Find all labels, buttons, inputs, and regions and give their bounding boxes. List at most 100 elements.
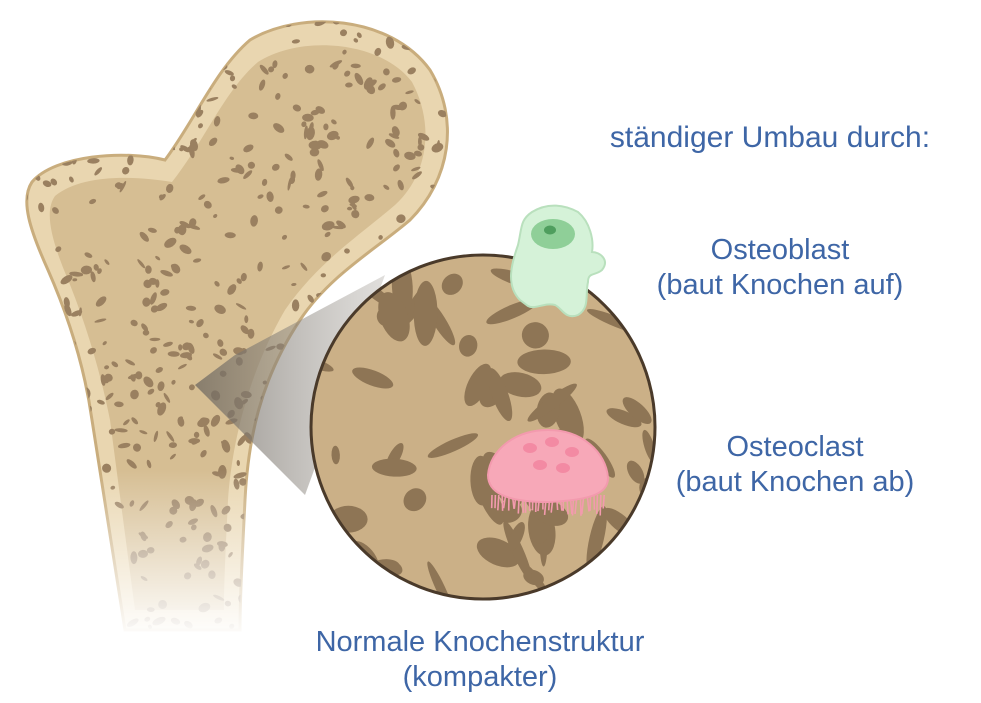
trabecula	[372, 574, 386, 583]
trabecula	[163, 141, 167, 145]
trabecula	[21, 578, 29, 586]
trabecula	[340, 570, 371, 597]
trabecula	[60, 403, 69, 411]
trabecula	[637, 550, 664, 600]
trabecula	[443, 220, 451, 228]
trabecula	[61, 88, 68, 94]
trabecula	[50, 458, 57, 469]
trabecula	[27, 53, 37, 64]
trabecula	[629, 526, 661, 555]
trabecula	[62, 41, 70, 48]
trabecula	[319, 297, 323, 302]
trabecula	[373, 571, 381, 580]
trabecula	[148, 71, 155, 76]
trabecula	[25, 503, 37, 515]
trabecula	[76, 67, 84, 78]
trabecula	[28, 367, 42, 379]
trabecula	[60, 151, 73, 156]
trabecula	[46, 93, 53, 100]
trabecula	[59, 51, 69, 60]
trabecula	[30, 480, 42, 490]
trabecula	[23, 348, 29, 358]
trabecula	[35, 388, 44, 398]
bone-structure-caption: Normale Knochenstruktur (kompakter)	[230, 625, 730, 695]
trabecula	[423, 245, 429, 252]
trabecula	[402, 24, 408, 32]
trabecula	[21, 604, 34, 614]
trabecula	[181, 99, 190, 112]
trabecula	[139, 118, 148, 130]
trabecula	[18, 383, 31, 396]
trabecula	[368, 572, 375, 577]
trabecula	[75, 111, 82, 118]
trabecula	[39, 277, 45, 287]
trabecula	[379, 254, 385, 259]
trabecula	[23, 20, 32, 28]
trabecula	[198, 64, 206, 73]
trabecula	[148, 128, 153, 140]
trabecula	[32, 119, 46, 133]
nucleus	[545, 437, 559, 447]
trabecula	[72, 60, 87, 74]
osteoblast-name: Osteoblast	[610, 233, 950, 268]
trabecula	[157, 91, 167, 101]
trabecula	[429, 46, 439, 57]
trabecula	[384, 583, 398, 599]
trabecula	[152, 120, 166, 130]
trabecula	[448, 150, 460, 162]
trabecula	[188, 23, 198, 32]
trabecula	[36, 67, 40, 73]
trabecula	[79, 87, 87, 95]
trabecula	[33, 354, 47, 359]
trabecula	[416, 31, 429, 39]
trabecula	[71, 91, 76, 105]
trabecula	[419, 44, 431, 52]
trabecula	[39, 64, 46, 70]
bone-caption-line2: (kompakter)	[230, 660, 730, 695]
trabecula	[437, 614, 445, 620]
trabecula	[604, 537, 656, 593]
trabecula	[434, 238, 440, 245]
trabecula	[163, 66, 175, 79]
trabecula	[85, 27, 96, 38]
trabecula	[413, 19, 427, 29]
trabecula	[37, 286, 46, 298]
trabecula	[41, 16, 54, 26]
trabecula	[384, 250, 396, 260]
trabecula	[379, 249, 389, 263]
trabecula	[30, 559, 41, 563]
trabecula	[228, 37, 234, 47]
trabecula	[159, 141, 171, 153]
trabecula	[34, 317, 43, 326]
trabecula	[24, 127, 33, 136]
trabecula	[34, 381, 41, 387]
trabecula	[407, 592, 416, 601]
trabecula	[37, 422, 43, 429]
trabecula	[118, 121, 129, 132]
trabecula	[59, 44, 65, 52]
trabecula	[82, 58, 91, 67]
trabecula	[38, 127, 50, 138]
trabecula	[439, 71, 446, 77]
trabecula	[83, 38, 87, 51]
trabecula	[353, 600, 358, 604]
trabecula	[436, 605, 447, 616]
trabecula	[237, 19, 245, 31]
trabecula	[145, 43, 152, 56]
trabecula	[79, 429, 83, 434]
trabecula	[44, 373, 51, 378]
osteoblast-role: (baut Knochen auf)	[610, 268, 950, 303]
trabecula	[94, 64, 102, 72]
osteoclast-role: (baut Knochen ab)	[620, 465, 970, 500]
trabecula	[109, 51, 118, 57]
trabecula	[114, 61, 118, 70]
trabecula	[43, 373, 51, 385]
remodeling-heading: ständiger Umbau durch:	[560, 120, 980, 155]
trabecula	[69, 73, 76, 79]
trabecula	[426, 52, 432, 59]
trabecula	[401, 254, 414, 263]
trabecula	[407, 592, 418, 603]
trabecula	[174, 87, 180, 92]
trabecula	[363, 614, 370, 621]
trabecula	[378, 249, 384, 257]
